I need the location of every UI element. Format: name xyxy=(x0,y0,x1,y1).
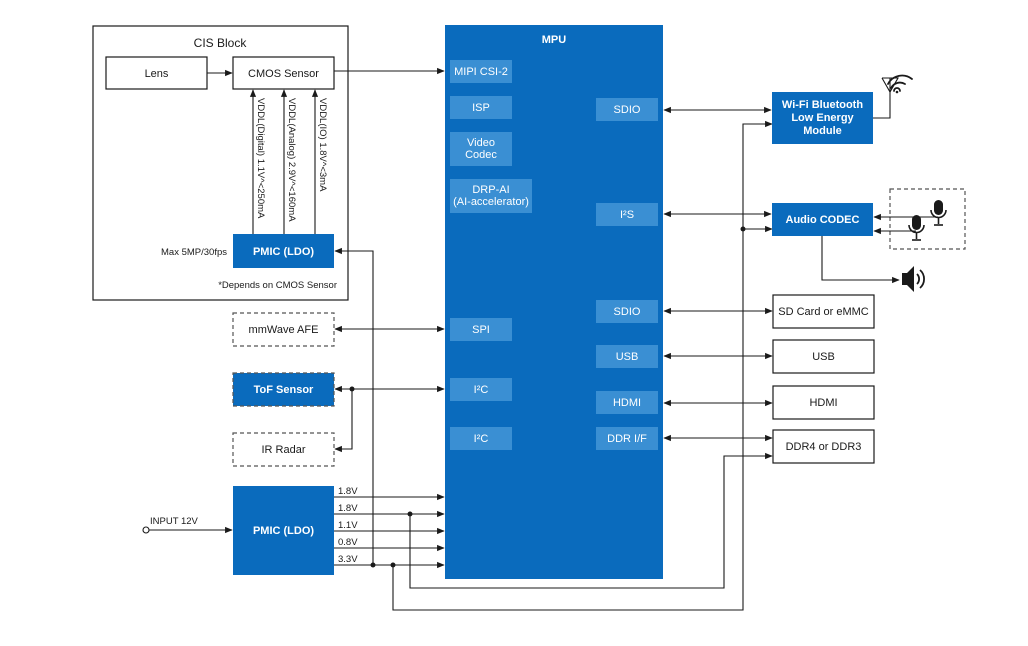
mmwave-afe-label: mmWave AFE xyxy=(249,324,319,336)
ir-radar-block xyxy=(232,432,335,467)
main-pmic: PMIC (LDO) INPUT 12V 1.8V 1.8V 1.1V 0.8V… xyxy=(142,486,445,575)
drp-ai-block xyxy=(450,179,532,213)
wifi-module-block xyxy=(772,92,873,144)
sdio-block-2 xyxy=(596,300,658,323)
left-peripherals: mmWave AFE ToF Sensor IR Radar xyxy=(232,312,335,467)
cmos-sensor-label: CMOS Sensor xyxy=(248,68,319,80)
ddr-memory-label: DDR4 or DDR3 xyxy=(786,441,862,453)
lens-block xyxy=(105,56,208,90)
audio-codec-label: Audio CODEC xyxy=(786,214,860,226)
main-pmic-block xyxy=(233,486,334,575)
spi-block xyxy=(450,318,512,341)
i2s-label: I²S xyxy=(620,209,634,221)
supply-junction-dot-1 xyxy=(370,562,376,568)
rail-4-label: 0.8V xyxy=(338,537,358,548)
video-codec-block xyxy=(450,132,512,166)
wifi-signal-icon xyxy=(887,74,913,94)
drp-ai-label: DRP-AI(AI-accelerator) xyxy=(453,184,529,208)
rail-5-label: 3.3V xyxy=(338,554,358,565)
ddr-supply-wire xyxy=(409,452,773,589)
sdio-block-1 xyxy=(596,98,658,121)
hdmi-port-label: HDMI xyxy=(809,397,837,409)
rail-1-label: 1.8V xyxy=(338,486,358,497)
hdmi-block xyxy=(596,391,658,414)
rail-2-label: 1.8V xyxy=(338,503,358,514)
mmwave-afe-block xyxy=(232,312,335,347)
i2c-block-1 xyxy=(450,378,512,401)
speaker-icon xyxy=(902,266,925,292)
audio-codec-block xyxy=(772,203,873,236)
ir-radar-i2c-link xyxy=(334,389,353,453)
mipi-csi2-label: MIPI CSI-2 xyxy=(454,66,508,78)
ddr-if-block xyxy=(596,427,658,450)
ddr-memory-block xyxy=(772,429,875,464)
depends-on-cmos-note: *Depends on CMOS Sensor xyxy=(218,280,337,291)
isp-label: ISP xyxy=(472,102,490,114)
vddl-analog-label: VDDL(Analog) 2.9V^<160mA xyxy=(286,98,297,222)
supply-junction-dot-3 xyxy=(390,562,396,568)
tof-sensor-label: ToF Sensor xyxy=(254,384,314,396)
vddl-digital-label: VDDL(Digital) 1.1V^<250mA xyxy=(255,98,266,219)
main-pmic-label: PMIC (LDO) xyxy=(253,525,314,537)
mipi-csi2-block xyxy=(450,60,512,83)
vddl-io-label: VDDL(IO) 1.8V^<3mA xyxy=(317,98,328,192)
usb-port-label: USB xyxy=(812,351,835,363)
i2s-block xyxy=(596,203,658,226)
antenna-feed-wire xyxy=(873,90,891,119)
cis-pmic-supply-wire xyxy=(334,247,374,565)
hdmi-port-block xyxy=(772,385,875,420)
i2c-block-2 xyxy=(450,427,512,450)
ir-radar-label: IR Radar xyxy=(261,444,305,456)
max-resolution-note: Max 5MP/30fps xyxy=(161,247,227,258)
lens-label: Lens xyxy=(145,68,169,80)
microphone-icon xyxy=(930,200,947,226)
cis-pmic-label: PMIC (LDO) xyxy=(253,246,314,258)
input-terminal xyxy=(142,526,150,534)
hdmi-label: HDMI xyxy=(613,397,641,409)
cis-block-title: CIS Block xyxy=(194,36,248,50)
usb-label: USB xyxy=(616,351,639,363)
rail-3-label: 1.1V xyxy=(338,520,358,531)
microphone-icon xyxy=(908,215,925,241)
microphone-group-frame xyxy=(889,188,966,250)
supply-junction-dot-2 xyxy=(407,511,413,517)
cis-pmic-block xyxy=(233,234,334,268)
cis-block: CIS Block Lens CMOS Sensor PMIC (LDO) VD… xyxy=(92,25,349,301)
wifi-supply-wire xyxy=(392,120,773,611)
input-12v-label: INPUT 12V xyxy=(150,516,199,527)
usb-block xyxy=(596,345,658,368)
sdio-label-2: SDIO xyxy=(614,306,641,318)
usb-port-block xyxy=(772,339,875,374)
i2c-label-1: I²C xyxy=(474,384,489,396)
sd-card-block xyxy=(772,294,875,329)
sdio-label-1: SDIO xyxy=(614,104,641,116)
i2c-label-2: I²C xyxy=(474,433,489,445)
sd-card-label: SD Card or eMMC xyxy=(778,306,869,318)
ddr-if-label: DDR I/F xyxy=(607,433,647,445)
codec-to-speaker-arrow xyxy=(821,236,900,284)
isp-block xyxy=(450,96,512,119)
cmos-sensor-block xyxy=(232,56,335,90)
spi-label: SPI xyxy=(472,324,490,336)
mpu-title: MPU xyxy=(542,34,567,46)
tof-sensor-block xyxy=(232,372,335,407)
i2c-junction-dot xyxy=(349,386,355,392)
